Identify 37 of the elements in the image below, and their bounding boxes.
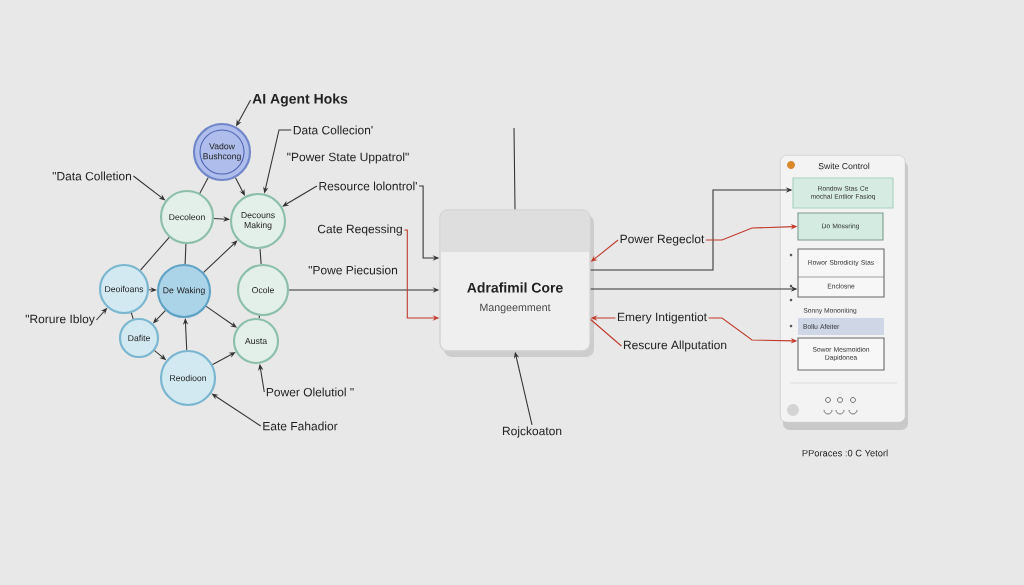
- connector-line: [130, 312, 134, 320]
- circle-node: Reodioon: [159, 349, 217, 407]
- callout-label: Eate Fahadior: [263, 421, 338, 431]
- connector-line: [199, 177, 209, 194]
- arrow: [212, 352, 236, 366]
- circle-node: Austa: [232, 317, 280, 365]
- callout-label: Emery Intigentiot: [617, 312, 707, 324]
- circle-node: Deoifoans: [98, 263, 150, 315]
- process-box: Adrafimil Core Mangeemment: [439, 209, 594, 357]
- connector-line: [513, 127, 516, 210]
- circle-node: De Waking: [156, 263, 212, 319]
- callout-label: "Power State Uppatrol": [287, 152, 409, 164]
- callout-label: Rojckoaton: [502, 426, 562, 438]
- arrow: [213, 216, 230, 222]
- connector-line: [184, 243, 187, 265]
- callout-label: Rescure Allputation: [623, 340, 727, 352]
- callout-label: AI Agent Hoks: [252, 93, 348, 107]
- arrow: [282, 185, 318, 207]
- connector-line: [258, 315, 260, 319]
- circle-node: Dafite: [118, 317, 160, 359]
- callout-label: Data Collecion': [293, 125, 373, 135]
- circle-node: Vadow Bushcong: [192, 122, 252, 182]
- callout-label: PPoraces :0 C Yetorl: [802, 449, 888, 457]
- connector-line: [140, 236, 170, 271]
- callout-label: Cate Reqessing: [317, 224, 402, 236]
- arrow: [203, 240, 238, 273]
- connector-line: [259, 248, 262, 265]
- callout-label: Power Regeclot: [620, 234, 705, 246]
- connector-line: [590, 318, 622, 347]
- callout-label: "Powe Piecusion: [308, 265, 398, 275]
- circle-node: Ocole: [236, 263, 290, 317]
- callout-label: Resource lolontrol': [319, 181, 417, 191]
- callout-label: Power Olelutiol ": [266, 387, 354, 397]
- circle-node: Decoleon: [159, 189, 215, 245]
- callout-label: "Data Colletion: [52, 171, 132, 181]
- callout-label: "Rorure Ibloy: [25, 314, 95, 326]
- circle-node: Decouns Making: [229, 192, 287, 250]
